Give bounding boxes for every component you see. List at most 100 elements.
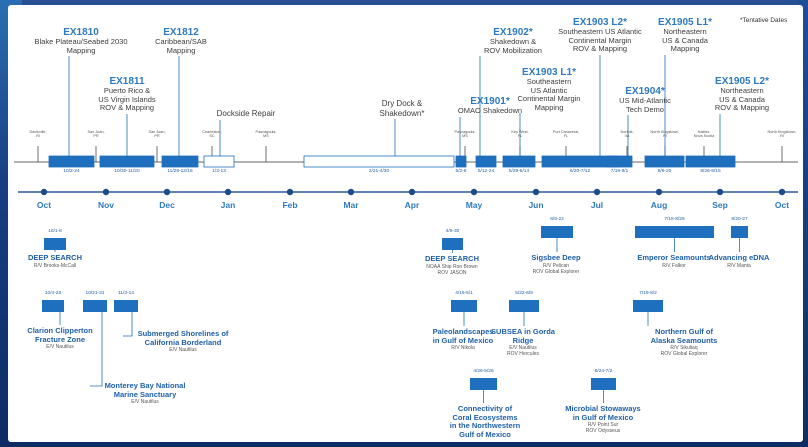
cruise-date: 8/6-20: [657, 169, 672, 174]
month-dot: [286, 188, 294, 196]
background-right: [798, 0, 808, 447]
port-label: Charleston, SC: [202, 130, 222, 139]
month-label: Aug: [650, 200, 668, 210]
partner-date: 5/22-6/9: [515, 291, 533, 296]
partner-title: Sigsbee Deep: [531, 253, 581, 262]
expedition-description: ROV & Mapping: [572, 44, 628, 53]
cruise-bar: [48, 155, 95, 168]
port-label: North Kingstown, RI: [767, 130, 797, 139]
expedition-code: EX1901*: [470, 96, 510, 107]
partner-title: Submerged Shorelines of: [137, 329, 229, 338]
expedition-description: US Mid-Atlantic: [619, 96, 671, 105]
cruise-date: 8/26-9/15: [700, 169, 721, 174]
month-label: Feb: [282, 200, 298, 210]
cruise-bar: [203, 155, 235, 168]
partner-date: 9/20-27: [731, 217, 748, 222]
expedition-description: Northeastern: [663, 27, 707, 36]
partner-title: Northern Gulf of: [655, 327, 713, 336]
partner-title: in Gulf of Mexico: [432, 335, 494, 345]
partner-vessel: R/V Sikuliaq: [670, 345, 698, 351]
partner-date: 7/19-8/2: [639, 291, 657, 296]
cruise-bar: [99, 155, 155, 168]
partner-vessel: ROV Hercules: [507, 351, 539, 357]
partner-title: Microbial Stowaways: [565, 404, 641, 413]
expedition-description: Southeastern US Atlantic: [558, 27, 642, 36]
port-label: Pascagoula, MS: [255, 130, 277, 139]
partner-title: Paleolandscapes: [432, 327, 494, 336]
expedition-code: EX1905 L1*: [658, 17, 712, 28]
partner-bar: [633, 300, 663, 312]
cruise-bar: [303, 155, 455, 168]
partner-vessel: R/V Pelican: [542, 262, 570, 269]
partner-vessel: R/V Nikola: [451, 345, 475, 351]
partner-bar: [541, 226, 573, 238]
cruise-bar: [455, 155, 467, 168]
partner-date: 11/3-14: [118, 291, 134, 296]
expedition-description: Mapping: [66, 45, 96, 55]
partner-date: 10/1-8: [48, 229, 62, 234]
month-dot: [347, 188, 355, 196]
partner-bar: [83, 300, 107, 312]
month-dot: [40, 188, 48, 196]
schedule-panel: [8, 5, 803, 442]
expedition-label: EX1901*OMAO Shakedown: [420, 96, 560, 116]
expedition-description: US Atlantic: [530, 85, 568, 95]
partner-bar: [635, 226, 714, 238]
expedition-code: EX1903 L1*: [522, 67, 576, 78]
month-label: Mar: [343, 200, 359, 210]
expedition-description: Mapping: [166, 45, 196, 55]
cruise-date: 7/18-8/1: [610, 169, 629, 174]
cruise-date: 6/20-7/12: [569, 169, 591, 174]
port-label: Norfolk, VA: [620, 130, 634, 139]
expedition-description: Northeastern: [720, 86, 764, 95]
expedition-description: Continental Margin: [517, 94, 581, 103]
month-dot: [778, 188, 786, 196]
expedition-description: Puerto Rico &: [103, 86, 151, 95]
expedition-label: Dry Dock &Shakedown*: [332, 99, 472, 118]
port-label: Port Canaveral, FL: [552, 130, 580, 139]
cruise-bar: [685, 155, 736, 168]
cruise-date: 5/2-6: [455, 169, 467, 174]
month-dot: [593, 188, 601, 196]
expedition-code: EX1905 L2*: [715, 76, 769, 87]
expedition-description: Blake Plateau/Seabed 2030: [34, 37, 128, 46]
month-dot: [408, 188, 416, 196]
expedition-code: EX1811: [109, 76, 145, 87]
expedition-description: OMAO Shakedown: [457, 106, 523, 115]
month-label: Oct: [774, 200, 790, 210]
partner-vessel: R/V Brooks-McCall: [33, 262, 77, 269]
expedition-description: Dry Dock &: [381, 99, 423, 108]
partner-bar: [442, 238, 463, 250]
month-label: Nov: [97, 200, 115, 210]
cruise-bar: [606, 155, 633, 168]
partner-title: SUBSEA in Gorda: [491, 327, 555, 336]
partner-vessel: ROV Global Explorer: [660, 351, 708, 357]
expedition-description: Mapping: [670, 44, 700, 53]
partner-bar: [42, 300, 64, 312]
partner-title: DEEP SEARCH: [424, 254, 480, 263]
expedition-code: EX1902*: [493, 27, 533, 38]
cruise-date: 2/21-4/30: [368, 169, 390, 174]
expedition-description: US Virgin Islands: [98, 94, 156, 104]
expedition-description: Mapping: [534, 102, 564, 112]
cruise-date: 5/29-6/14: [508, 169, 530, 174]
port-label: San Juan, PR: [87, 130, 105, 139]
partner-bar: [591, 378, 616, 390]
expedition-description: Shakedown &: [489, 37, 537, 46]
partner-title: Ridge: [512, 335, 534, 345]
port-label: Halifax, Nova Scotia: [693, 130, 715, 139]
partner-leader: [90, 312, 103, 387]
expedition-description: ROV & Mapping: [99, 103, 155, 112]
partner-vessel: NOAA Ship Ron Brown: [426, 263, 478, 270]
